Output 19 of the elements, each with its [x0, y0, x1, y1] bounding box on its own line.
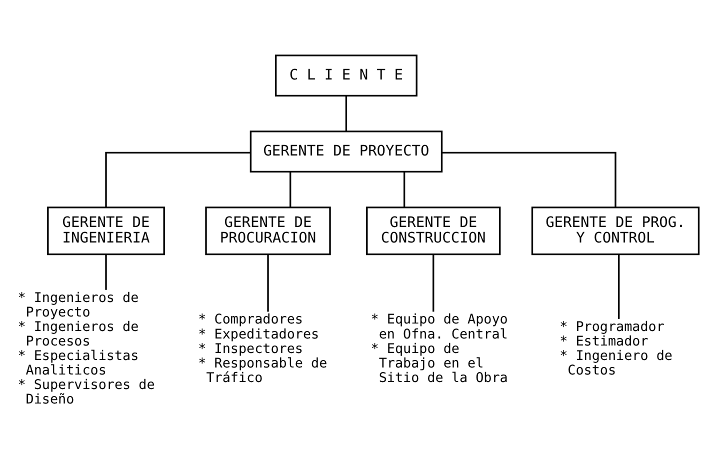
connector [105, 152, 251, 208]
node-box: GERENTE DE PROG. Y CONTROL [531, 206, 700, 256]
connector [442, 152, 616, 208]
node-box: GERENTE DE PROYECTO [250, 130, 443, 172]
connector [618, 254, 620, 319]
node-box: GERENTE DE PROCURACION [205, 206, 331, 256]
node-text: * Programador * Estimador * Ingeniero de Costos [560, 320, 672, 379]
connector [290, 172, 292, 208]
node-text: * Ingenieros de Proyecto * Ingenieros de Procesos * Especialistas Analiticos * Supervisores de Diseño [18, 290, 155, 408]
node-box: C L I E N T E [275, 54, 418, 97]
node-text: * Equipo de Apoyo en Ofna. Central * Equipo de Trabajo en el Sitio de la Obra [370, 312, 508, 386]
node-box: GERENTE DE CONSTRUCCION [366, 206, 501, 256]
connector [105, 254, 107, 290]
node-box: GERENTE DE INGENIERIA [47, 206, 165, 256]
connector [403, 172, 406, 208]
connector [432, 254, 434, 312]
connector [345, 96, 348, 132]
node-text: * Compradores * Expeditadores * Inspectores * Responsable de Tráfico [198, 312, 328, 386]
connector [267, 254, 269, 312]
